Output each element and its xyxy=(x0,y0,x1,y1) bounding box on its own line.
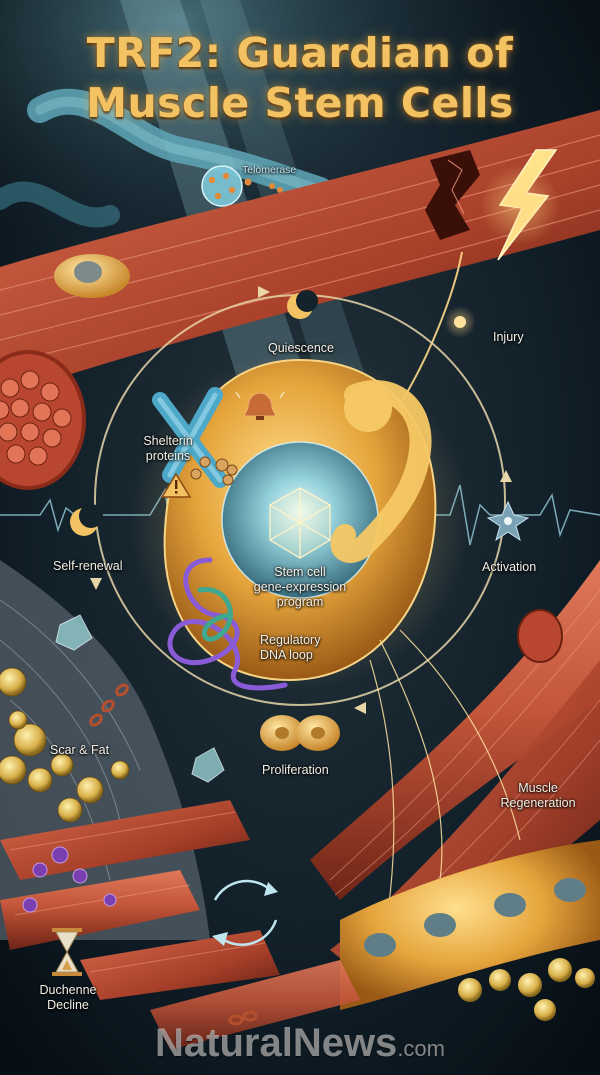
stem-cell xyxy=(163,358,437,682)
label-gene-program: Stem cell gene-expression program xyxy=(253,565,347,609)
dividing-cell-icon xyxy=(260,715,340,751)
label-quiescence: Quiescence xyxy=(268,341,335,355)
regenerating-cells xyxy=(340,840,600,1021)
self-renewal-moon-icon xyxy=(70,504,103,536)
satellite-cell xyxy=(54,254,130,298)
hourglass-icon xyxy=(52,928,82,976)
warning-icon xyxy=(160,472,192,498)
broken-chain-icon xyxy=(89,683,129,727)
label-shelterin: Shelterin proteins xyxy=(143,434,193,463)
chromosome-x-icon xyxy=(152,387,238,488)
watermark: NaturalNews.com xyxy=(0,1020,600,1072)
watermark-brand: NaturalNews xyxy=(155,1021,398,1065)
page-title-line-2: Muscle Stem Cells xyxy=(86,79,514,127)
chromosome-strand xyxy=(0,88,333,228)
watermark-suffix: .com xyxy=(397,1036,445,1061)
alarm-bell-icon xyxy=(235,391,285,420)
telomerase-icon xyxy=(201,165,283,207)
program-polyhedron-icon xyxy=(269,487,331,559)
fat-droplets xyxy=(0,667,130,823)
muscle-cross-section xyxy=(0,350,86,490)
label-dna-loop: Regulatory DNA loop xyxy=(260,633,321,662)
label-self-renewal: Self-renewal xyxy=(53,559,123,573)
label-muscle-regeneration: Muscle Regeneration xyxy=(500,781,576,810)
label-scar-fat: Scar & Fat xyxy=(50,743,110,757)
star-cell-icon xyxy=(486,500,530,542)
crystal-icon xyxy=(55,614,225,783)
label-injury: Injury xyxy=(493,330,524,344)
label-duchenne-decline: Duchenne Decline xyxy=(39,983,97,1012)
page-title-line-1: TRF2: Guardian of xyxy=(86,29,514,77)
label-activation: Activation xyxy=(482,560,537,574)
label-proliferation: Proliferation xyxy=(262,763,329,777)
bottom-chain-icon xyxy=(228,1010,258,1026)
lightning-bolt-icon xyxy=(480,149,560,261)
dna-loop-icon xyxy=(167,557,288,691)
recycle-arrows-icon xyxy=(212,879,278,946)
inflammatory-cells xyxy=(22,846,117,913)
moon-icon xyxy=(287,290,318,319)
label-telomerase: Telomerase xyxy=(242,164,297,176)
